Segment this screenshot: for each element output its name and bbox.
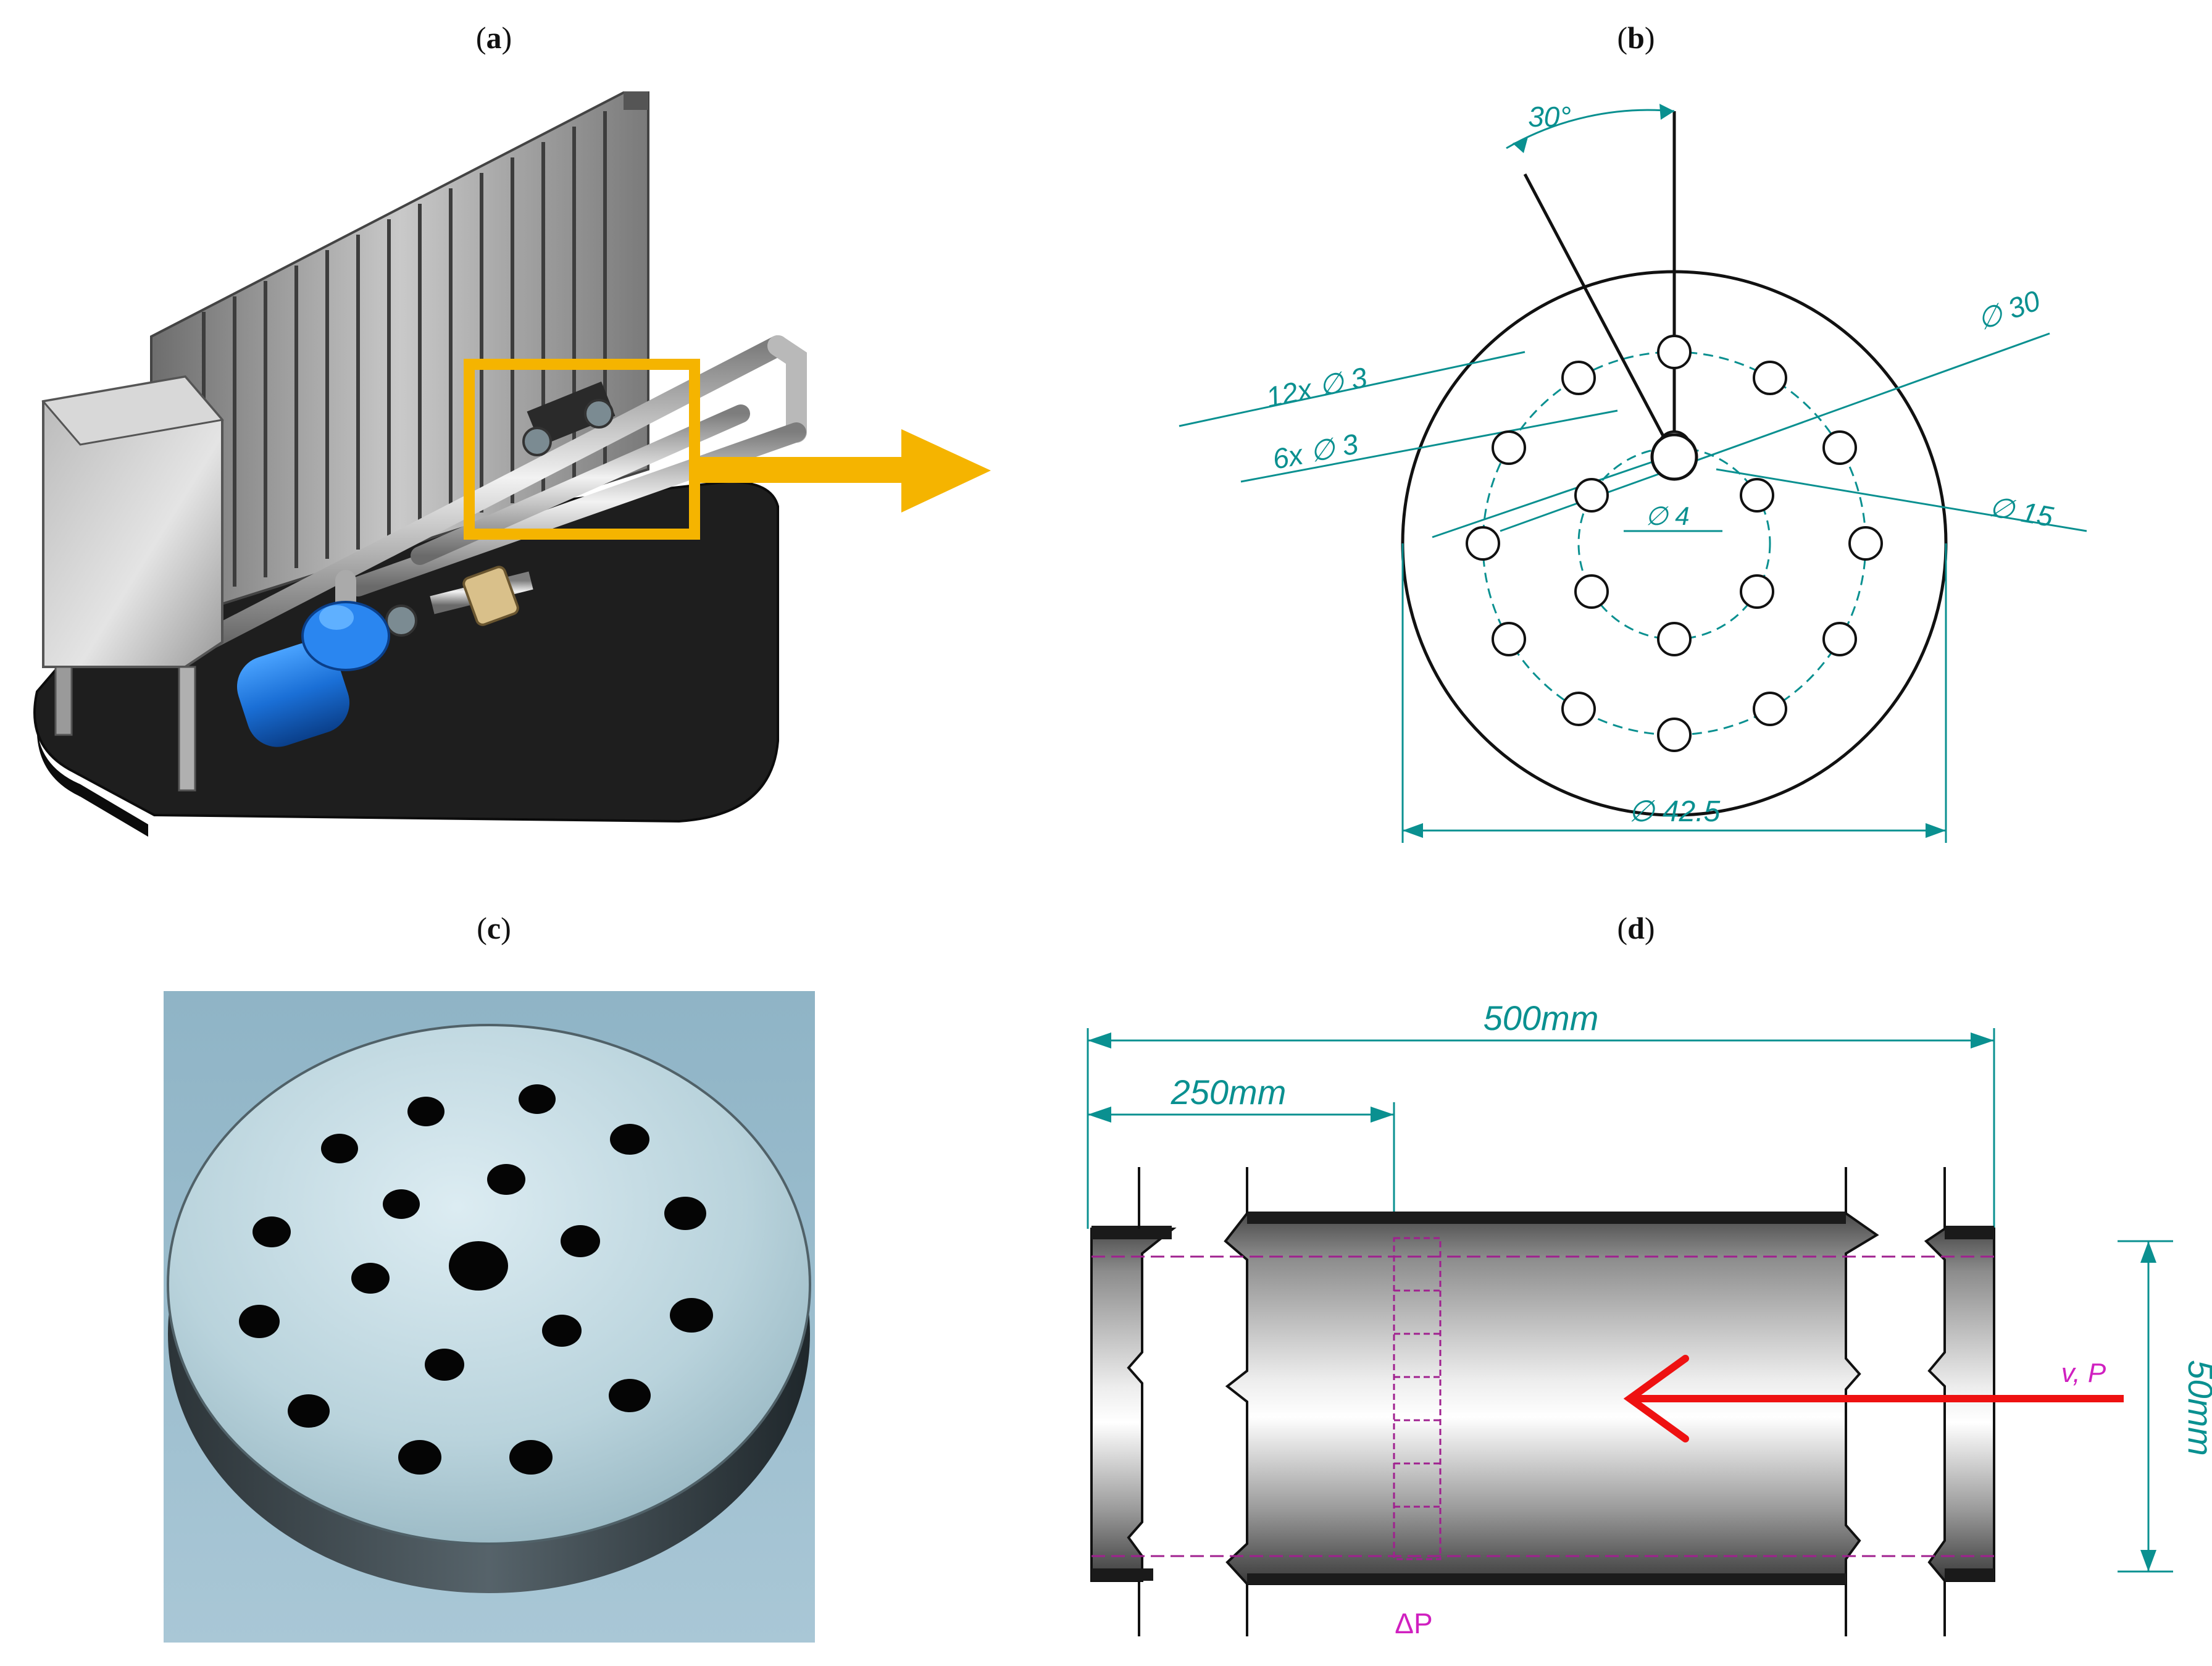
- flow-label: v, P: [2061, 1358, 2106, 1388]
- test-section-tube: [527, 381, 616, 446]
- panel-a-test-rig-illustration: [33, 91, 991, 837]
- center-hole-label: ∅ 4: [1645, 501, 1690, 530]
- flow-arrow: [1623, 1355, 2124, 1442]
- panel-label-c: (c): [477, 911, 511, 945]
- diameter-label: 50mm: [2181, 1360, 2212, 1456]
- radiator-fins: [202, 111, 607, 596]
- pump: [236, 601, 390, 747]
- half-length-label: 250mm: [1171, 1073, 1287, 1111]
- orifice-plate-section: [1393, 1237, 1442, 1560]
- inner-pitch-label: ∅ 15: [1987, 490, 2056, 533]
- outer-pitch-label: ∅ 30: [1973, 284, 2045, 337]
- angle-label: 30°: [1528, 101, 1571, 133]
- photo-holes: [239, 1084, 713, 1475]
- control-box: [41, 375, 224, 792]
- panel-label-d: (d): [1617, 911, 1655, 945]
- panel-label-b: (b): [1617, 20, 1655, 55]
- test-section-highlight-box: [464, 359, 700, 540]
- outer-holes-label: 12x ∅ 3: [1263, 361, 1370, 413]
- flow-meter: [462, 566, 519, 626]
- panel-c-photo: [164, 991, 815, 1643]
- svg-text:(b): (b): [1617, 20, 1655, 55]
- outer-holes: [1466, 335, 1883, 752]
- outer-diameter-label: ∅ 42.5: [1629, 795, 1721, 828]
- svg-text:(c): (c): [477, 911, 511, 945]
- zoom-arrow: [695, 429, 991, 513]
- svg-text:(d): (d): [1617, 911, 1655, 945]
- svg-text:(a): (a): [476, 20, 512, 55]
- total-length-label: 500mm: [1484, 998, 1599, 1037]
- panel-label-a: (a): [476, 20, 512, 55]
- center-hole: [1650, 433, 1698, 481]
- pressure-drop-label: ΔP: [1395, 1607, 1432, 1639]
- panel-d-pipe-section: 500mm 250mm 50mm: [1087, 998, 2212, 1639]
- panel-b-orifice-drawing: 30° 12x ∅ 3 6x ∅ 3 ∅ 30 ∅ 15 ∅ 4 ∅ 42.5: [1179, 101, 2087, 843]
